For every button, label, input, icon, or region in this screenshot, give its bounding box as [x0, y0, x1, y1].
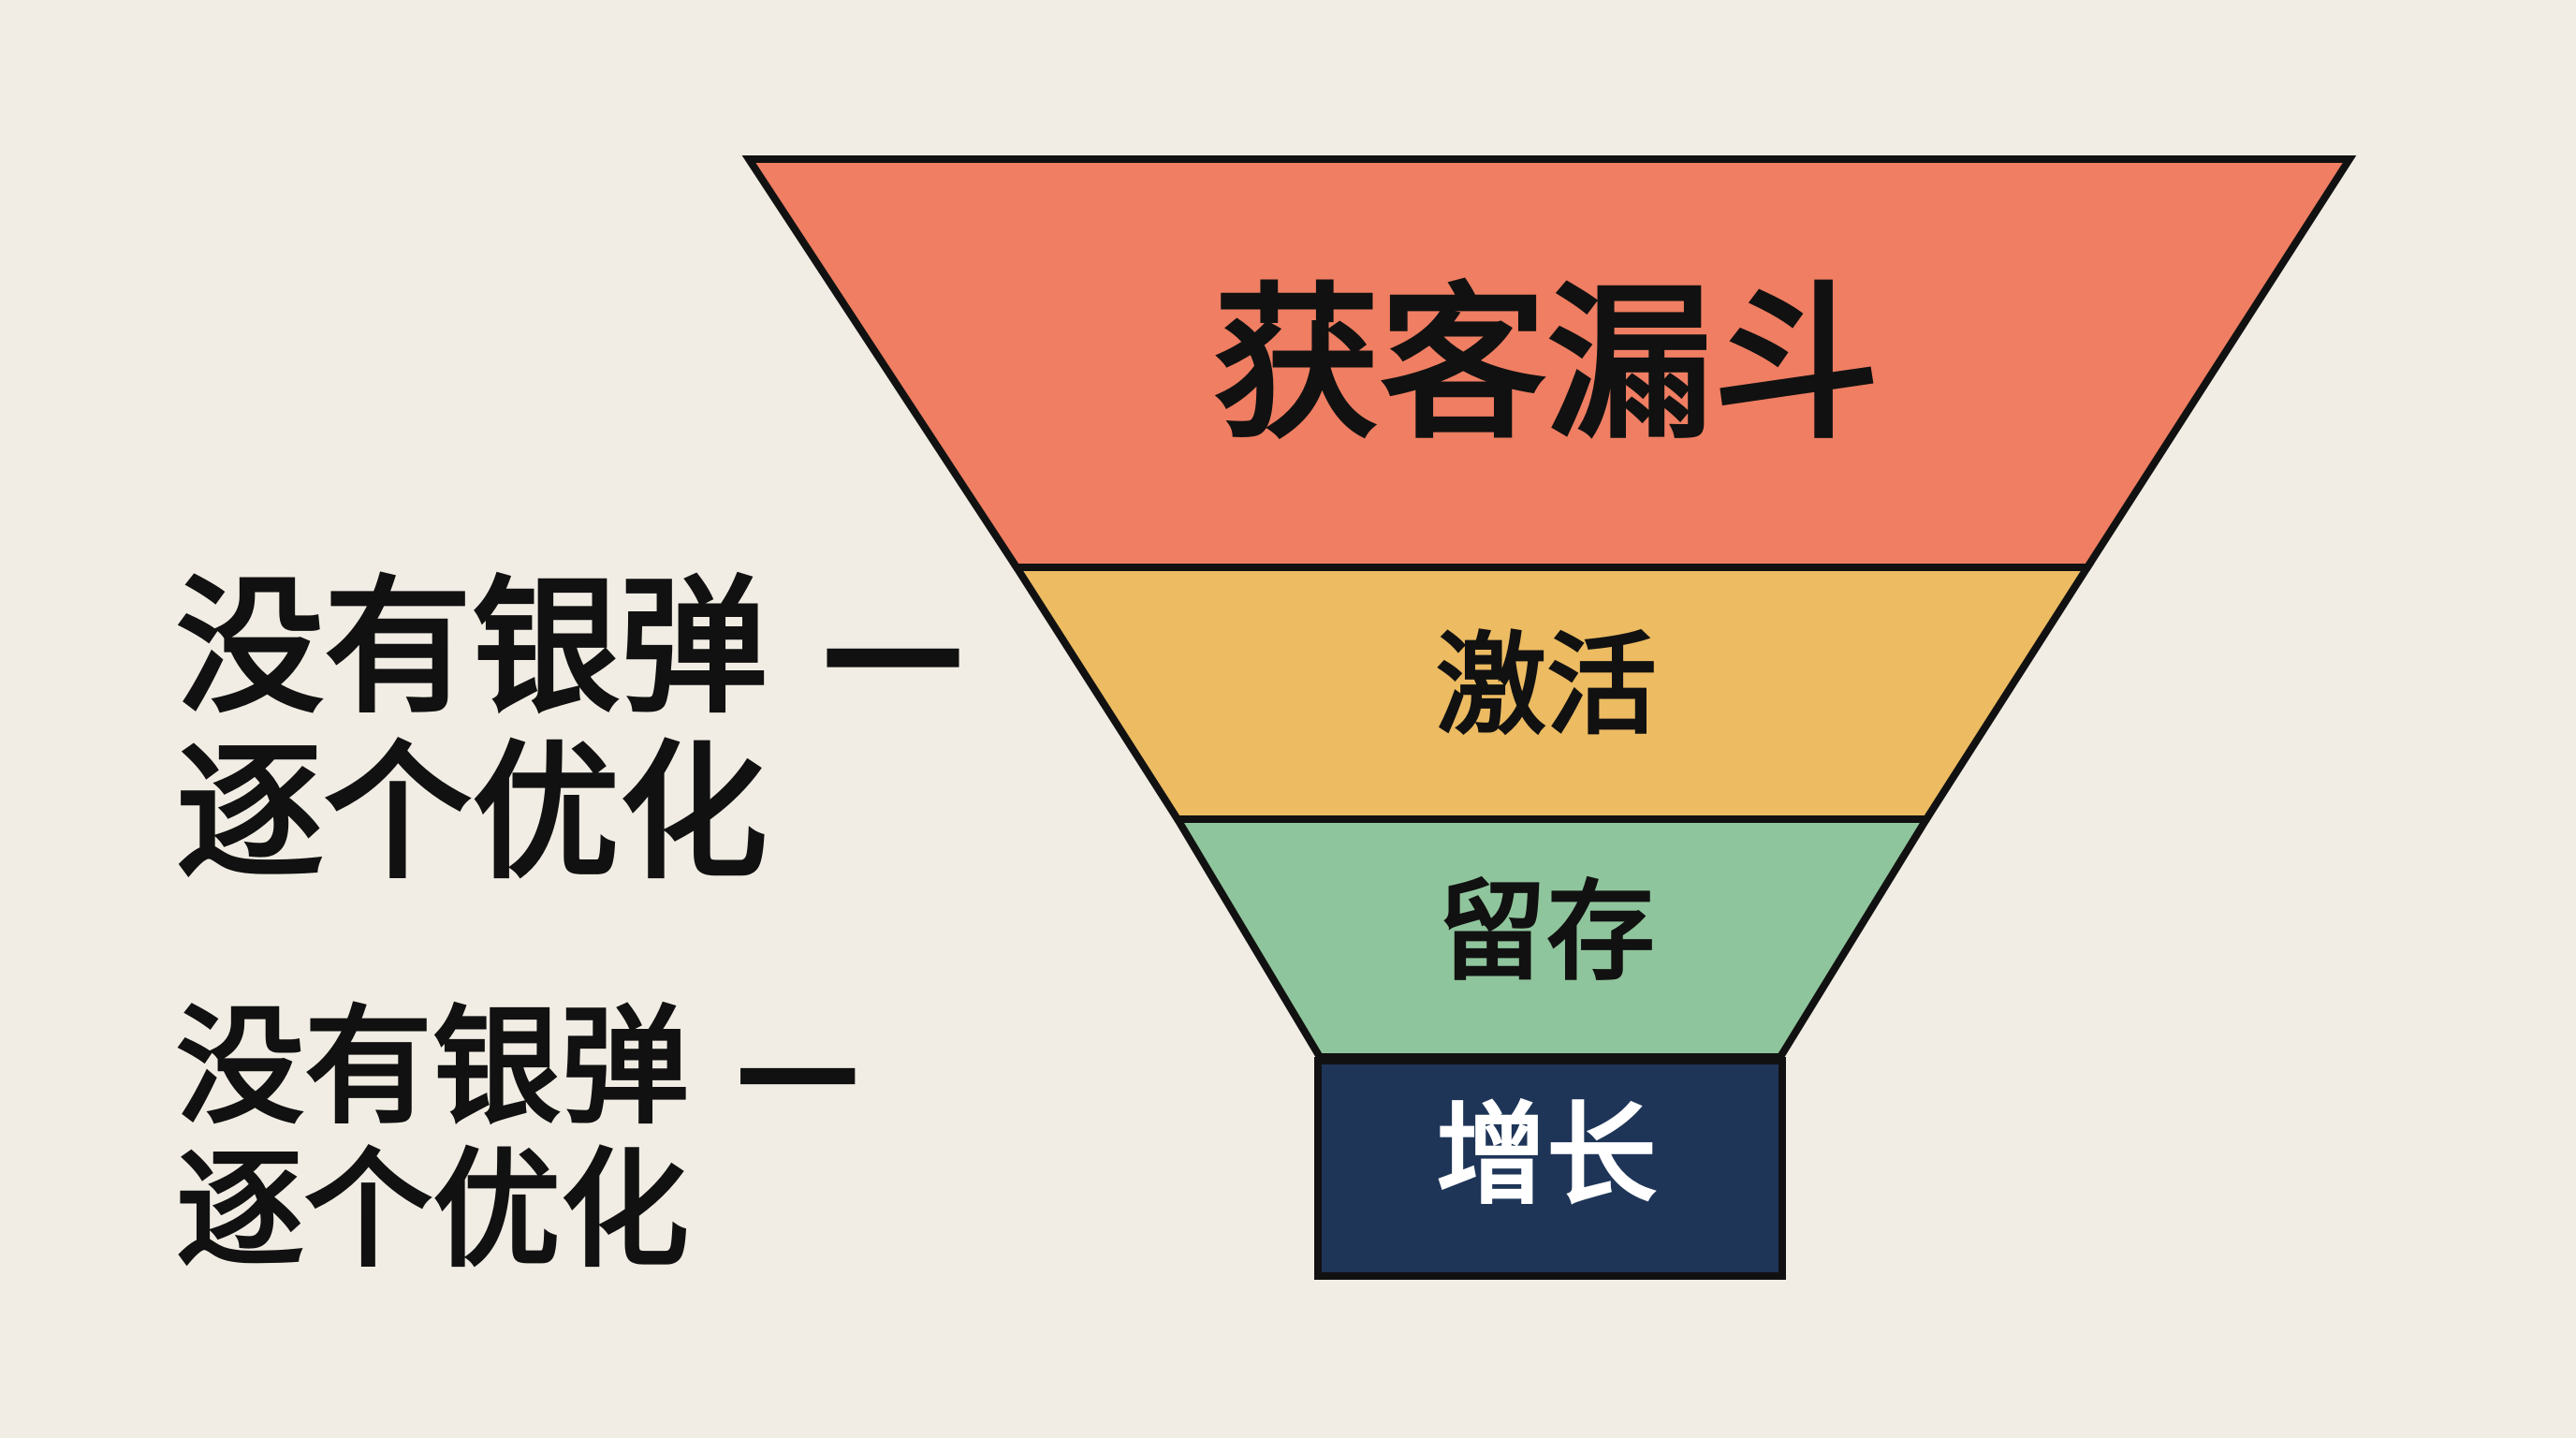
stage-label-activation: 激活: [1436, 621, 1657, 750]
side-text-secondary: 没有银弹 — 逐个优化: [176, 996, 862, 1284]
side-text-primary-line2: 逐个优化: [176, 726, 768, 900]
side-text-secondary-line1: 没有银弹 —: [176, 993, 862, 1142]
side-text-primary-line1: 没有银弹 —: [176, 562, 968, 734]
side-text-primary: 没有银弹 — 逐个优化: [176, 565, 967, 897]
stage-label-acquisition: 获客漏斗: [1213, 268, 1880, 462]
funnel-stage-growth: [1314, 1057, 1786, 1280]
stage-label-growth: 增长: [1436, 1091, 1657, 1220]
side-text-secondary-line2: 逐个优化: [176, 1137, 690, 1286]
stage-label-retention: 留存: [1438, 870, 1655, 996]
